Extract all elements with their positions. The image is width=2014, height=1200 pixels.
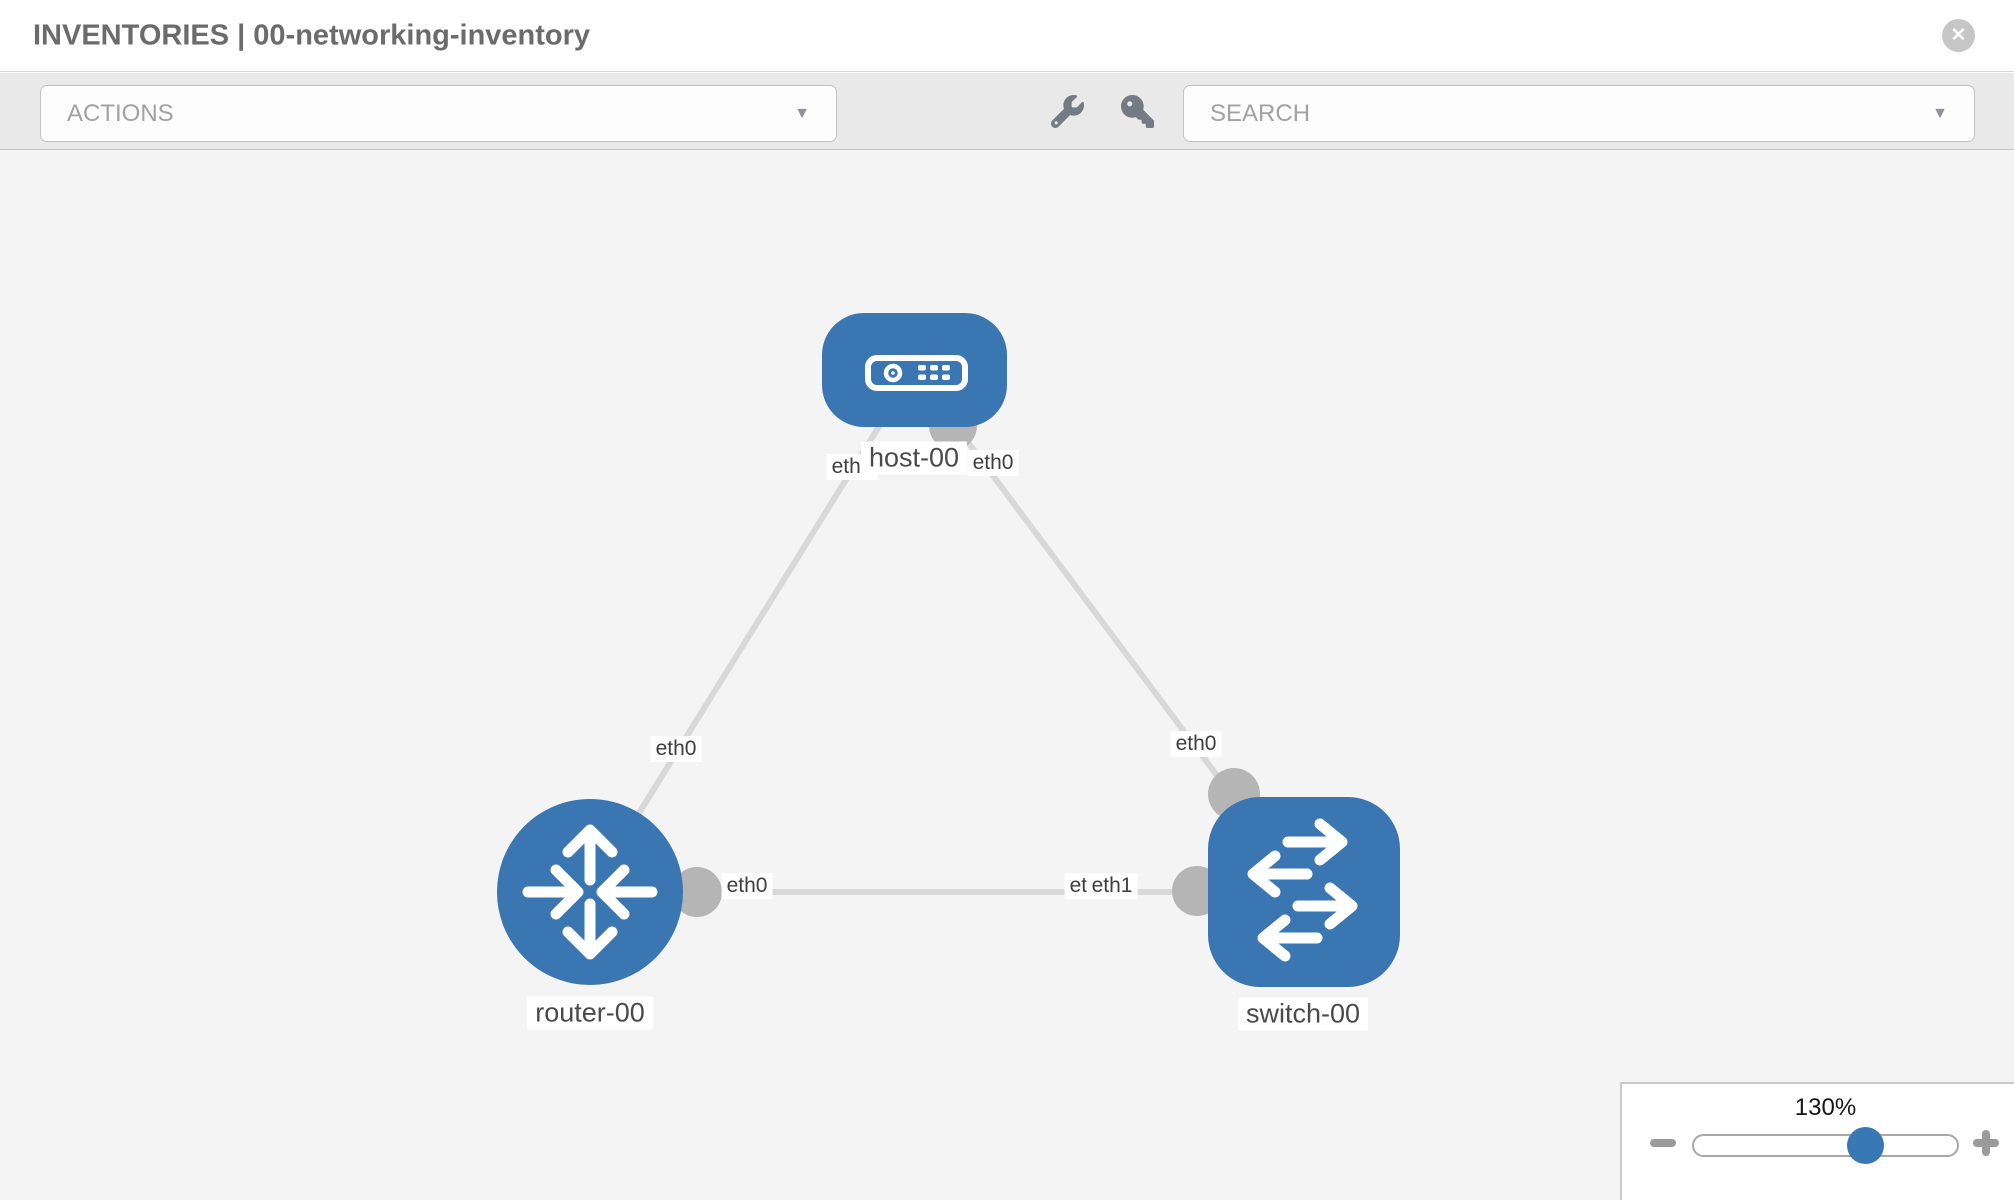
plus-icon [1982,1130,1990,1156]
page-title: INVENTORIES | 00-networking-inventory [33,19,591,51]
node-host[interactable] [822,313,1007,427]
zoom-slider-track[interactable] [1692,1134,1959,1157]
node-label-router: router-00 [527,996,653,1030]
node-router[interactable] [497,799,683,985]
if-label: eth0 [967,450,1019,476]
if-label: eth0 [650,736,702,762]
minus-icon [1650,1139,1676,1147]
node-label-host: host-00 [860,441,968,475]
search-placeholder: SEARCH [1210,99,1311,127]
if-label: eth1 [1086,873,1138,899]
host-icon [865,355,968,391]
topology-canvas[interactable]: eth0 eth0 eth0 eth0 eth0 eth0 eth1 host-… [0,150,2014,1200]
wrench-icon [1050,94,1084,128]
switch-icon [1247,818,1358,962]
chevron-down-icon: ▼ [1932,104,1948,122]
breadcrumb-header: INVENTORIES | 00-networking-inventory ✕ [0,0,2014,72]
key-icon [1120,94,1154,128]
configure-button[interactable] [1048,92,1086,130]
node-label-switch: switch-00 [1237,997,1369,1031]
chevron-down-icon: ▼ [794,104,810,122]
search-dropdown[interactable]: SEARCH ▼ [1183,85,1975,142]
router-icon [522,824,658,960]
actions-dropdown-label: ACTIONS [67,99,174,127]
zoom-level-value: 130% [1794,1094,1857,1121]
zoom-out-button[interactable] [1640,1129,1686,1159]
node-switch[interactable] [1208,797,1400,987]
toolbar: ACTIONS ▼ SEARCH ▼ [0,73,2014,150]
if-label: eth0 [721,873,773,899]
close-icon[interactable]: ✕ [1942,19,1975,52]
if-label: eth0 [1170,731,1222,757]
actions-dropdown[interactable]: ACTIONS ▼ [40,85,837,142]
zoom-in-button[interactable] [1963,1120,2009,1166]
port-router-eth0 [672,867,722,917]
zoom-control-panel: 130% [1620,1082,2014,1200]
zoom-slider-knob[interactable] [1847,1127,1884,1164]
key-button[interactable] [1118,92,1156,130]
